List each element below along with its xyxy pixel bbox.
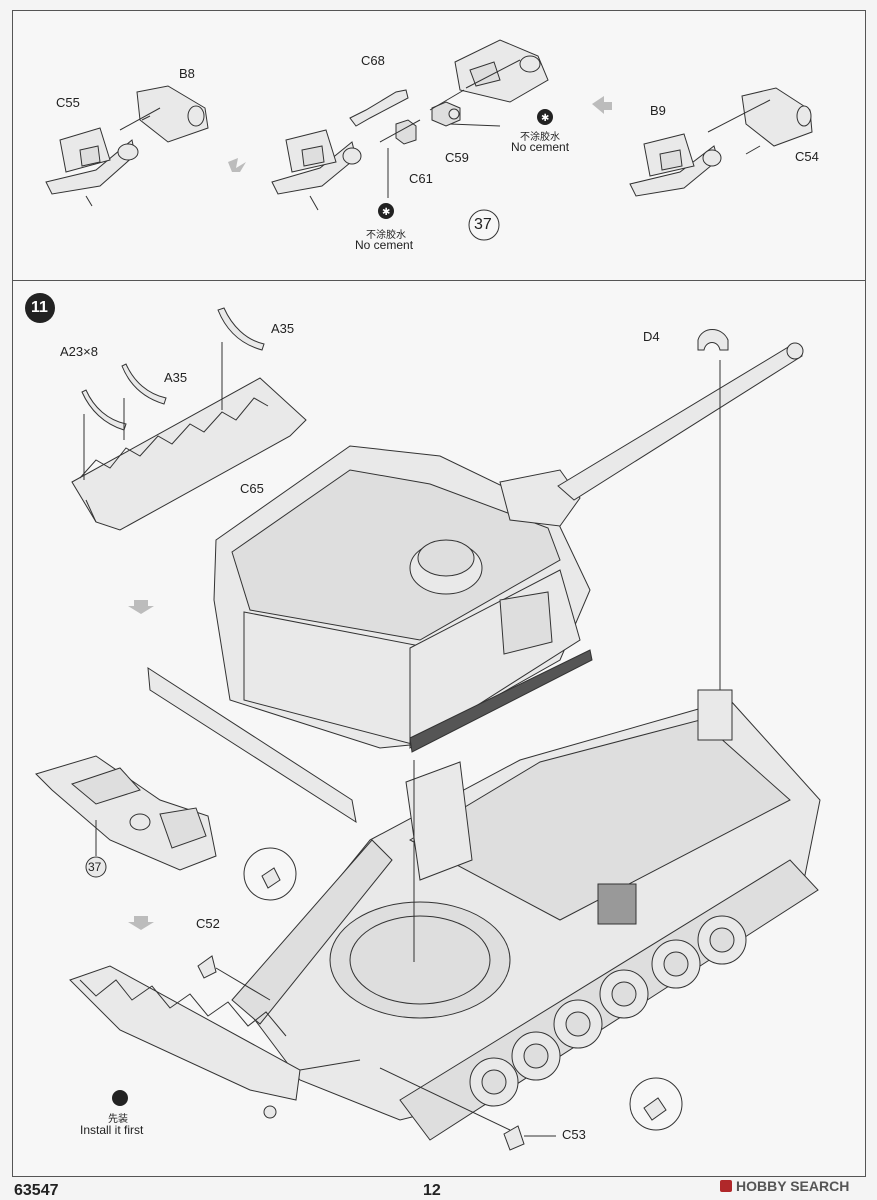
step-37-number: 37	[474, 216, 492, 233]
step-11-number: 11	[31, 299, 48, 316]
step-37-badge	[468, 209, 500, 241]
step-flow-arrow-icon	[592, 96, 612, 114]
step-flow-arrow-icon	[228, 158, 246, 172]
left-bracket-assembly	[45, 85, 209, 207]
watermark-logo-icon	[720, 1180, 732, 1192]
label-c61: C61	[409, 171, 433, 186]
label-c59: C59	[445, 150, 469, 165]
turret-assembly	[213, 342, 804, 753]
c52-part	[197, 955, 271, 1001]
svg-text:✱: ✱	[382, 207, 390, 218]
page-number: 12	[423, 1182, 441, 1199]
label-a35-mid: A35	[164, 370, 188, 385]
front-fender-assembly	[69, 965, 361, 1119]
label-b8: B8	[179, 66, 195, 81]
label-c55: C55	[56, 95, 80, 110]
d4-part	[697, 329, 729, 692]
rear-fender-assembly	[35, 667, 357, 878]
install-first-en: Install it first	[80, 1123, 144, 1137]
label-c53: C53	[562, 1127, 586, 1142]
label-c68: C68	[361, 53, 385, 68]
label-a35-top: A35	[271, 321, 295, 336]
step-37-panel	[12, 10, 866, 282]
step-flow-arrow-icon	[128, 916, 154, 930]
label-c52: C52	[196, 916, 220, 931]
install-first-icon	[112, 1090, 128, 1106]
step-flow-arrow-icon	[128, 600, 154, 614]
svg-text:✱: ✱	[541, 113, 549, 124]
ref-step-37: 37	[88, 860, 102, 874]
install-first-cn: 先装	[108, 1114, 128, 1125]
no-cement-icon: ✱	[378, 203, 394, 219]
no-cement-en: No cement	[355, 238, 414, 252]
no-cement-en: No cement	[511, 140, 570, 154]
no-cement-icon: ✱	[537, 109, 553, 125]
right-bracket-assembly	[629, 87, 813, 197]
label-b9: B9	[650, 103, 666, 118]
watermark-text: HOBBY SEARCH	[736, 1178, 850, 1194]
label-d4: D4	[643, 329, 660, 344]
center-bracket-assembly	[271, 39, 549, 211]
label-c54: C54	[795, 149, 819, 164]
no-cement-cn: 不涂胶水	[520, 132, 560, 143]
step-11-badge	[25, 293, 55, 323]
label-a23: A23×8	[60, 344, 98, 359]
hull-assembly	[231, 689, 821, 1141]
product-code: 63547	[14, 1182, 59, 1199]
c53-part	[379, 1067, 556, 1151]
label-c65: C65	[240, 481, 264, 496]
no-cement-cn: 不涂胶水	[366, 230, 406, 241]
c65-fender-part	[71, 307, 307, 531]
